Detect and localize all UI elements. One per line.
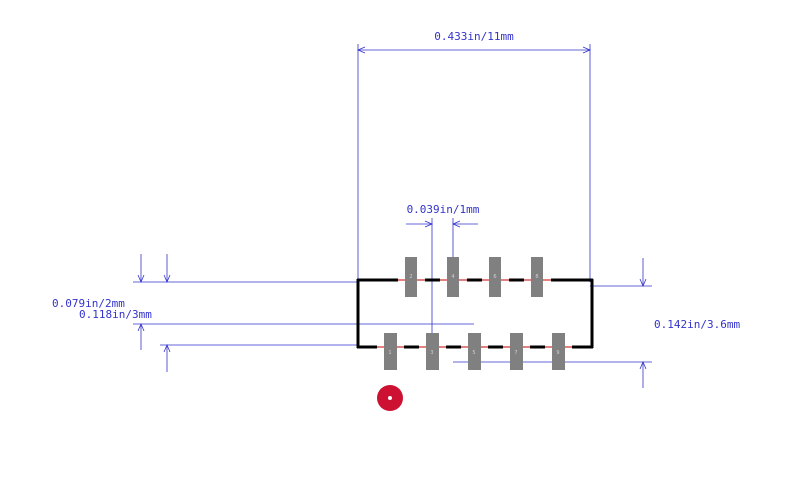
svg-text:8: 8: [535, 274, 538, 280]
svg-text:4: 4: [451, 274, 454, 280]
pad-6: 6: [489, 257, 501, 297]
pad-1: 1: [384, 333, 397, 370]
svg-text:1: 1: [388, 350, 391, 356]
pad-7: 7: [510, 333, 523, 370]
pad-5: 5: [468, 333, 481, 370]
pad-2: 2: [405, 257, 417, 297]
pad-length-dimension: 0.118in/3mm: [79, 254, 358, 372]
pad-3: 3: [426, 333, 439, 370]
width-dimension: 0.433in/11mm: [356, 30, 592, 282]
svg-text:6: 6: [493, 274, 496, 280]
pitch-dimension-label: 0.039in/1mm: [407, 203, 480, 216]
height-dimension-label: 0.142in/3.6mm: [654, 318, 740, 331]
width-dimension-label: 0.433in/11mm: [434, 30, 514, 43]
pad-9: 9: [552, 333, 565, 370]
pin1-marker-icon: [377, 385, 403, 411]
pad-8: 8: [531, 257, 543, 297]
top-pad-row: 2 4 6 8: [405, 257, 543, 297]
pitch-dimension: 0.039in/1mm: [406, 203, 480, 348]
svg-text:2: 2: [409, 274, 412, 280]
pad-row-spacing-dimension: 0.079in/2mm: [52, 254, 474, 350]
pad-row-spacing-label: 0.079in/2mm: [52, 297, 125, 310]
svg-text:7: 7: [514, 350, 517, 356]
pad-4: 4: [447, 257, 459, 297]
svg-text:5: 5: [472, 350, 475, 356]
height-dimension: 0.142in/3.6mm: [453, 258, 740, 388]
bottom-pad-row: 1 3 5 7 9: [384, 333, 565, 370]
svg-text:9: 9: [556, 350, 559, 356]
pad-length-label: 0.118in/3mm: [79, 308, 152, 321]
svg-text:3: 3: [430, 350, 433, 356]
